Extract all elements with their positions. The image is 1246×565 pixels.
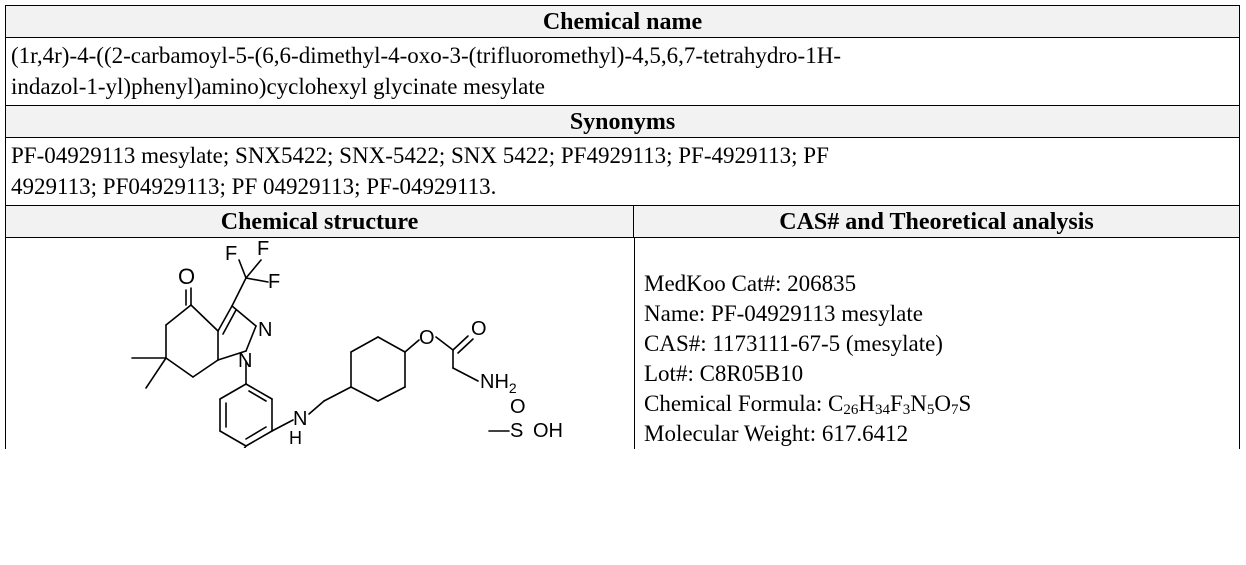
structure-analysis-content-row: O F F F N N O O NH2 N H O S OH O NH2 Med… — [5, 237, 1240, 475]
analysis-cell: MedKoo Cat#: 206835 Name: PF-04929113 me… — [635, 238, 1239, 449]
formula-subscript: 26 — [843, 402, 859, 418]
formula-element: S — [958, 391, 972, 416]
atom-o-ketone: O — [178, 264, 195, 289]
formula-label: Chemical Formula: — [644, 391, 828, 416]
chemical-name-line-2: indazol-1-yl)phenyl)amino)cyclohexyl gly… — [11, 74, 545, 99]
atom-n-amine: N — [293, 408, 307, 430]
synonyms-cell: PF-04929113 mesylate; SNX5422; SNX-5422;… — [5, 137, 1240, 205]
medkoo-cat: MedKoo Cat#: 206835 — [644, 271, 857, 296]
formula-element: N — [910, 391, 927, 416]
synonyms-header: Synonyms — [5, 105, 1240, 137]
atom-o-ester: O — [419, 327, 435, 349]
atom-f-2: F — [257, 238, 269, 260]
structure-analysis-header-row: Chemical structure CAS# and Theoretical … — [5, 205, 1240, 237]
atom-f-1: F — [225, 243, 237, 265]
atom-o-sulfonyl-top: O — [510, 396, 526, 418]
atom-n1: N — [238, 350, 252, 372]
formula-subscript: 34 — [874, 402, 890, 418]
formula-subscript: 5 — [926, 402, 935, 418]
atom-h-amine: H — [289, 428, 302, 448]
formula-element: C — [827, 391, 844, 416]
atom-f-3: F — [268, 271, 280, 293]
chemical-formula: Chemical Formula: C26H34F3N5O7S — [644, 389, 1239, 419]
chemical-structure-cell: O F F F N N O O NH2 N H O S OH O NH2 — [6, 238, 635, 475]
lot-number: Lot#: C8R05B10 — [644, 361, 804, 386]
cas-number: CAS#: 1173111-67-5 (mesylate) — [644, 331, 943, 356]
formula-element: F — [889, 391, 903, 416]
compound-info-table: Chemical name (1r,4r)-4-((2-carbamoyl-5-… — [5, 5, 1240, 475]
chemical-structure-header: Chemical structure — [6, 206, 634, 237]
chemical-name-cell: (1r,4r)-4-((2-carbamoyl-5-(6,6-dimethyl-… — [5, 37, 1240, 105]
formula-subscript: 3 — [902, 402, 911, 418]
atom-nh2-glycine: NH2 — [480, 371, 517, 396]
synonyms-line-1: PF-04929113 mesylate; SNX5422; SNX-5422;… — [11, 143, 829, 168]
chemical-name-header: Chemical name — [5, 5, 1240, 37]
molecular-weight: Molecular Weight: 617.6412 — [644, 421, 909, 446]
formula-element: H — [858, 391, 875, 416]
atom-o-carbonyl: O — [471, 318, 487, 340]
compound-name: Name: PF-04929113 mesylate — [644, 301, 923, 326]
formula-element: O — [934, 391, 951, 416]
synonyms-line-2: 4929113; PF04929113; PF 04929113; PF-049… — [11, 174, 497, 199]
chemical-structure-drawing: O F F F N N O O NH2 N H O S OH O NH2 — [131, 238, 563, 475]
formula-subscript: 7 — [950, 402, 959, 418]
atom-n-pyrazole: N — [258, 319, 272, 341]
formula-value: C26H34F3N5O7S — [827, 391, 972, 418]
atom-oh-mesylate: OH — [533, 420, 563, 442]
atom-s-mesylate: S — [510, 420, 523, 442]
analysis-header: CAS# and Theoretical analysis — [779, 209, 1094, 235]
chemical-name-line-1: (1r,4r)-4-((2-carbamoyl-5-(6,6-dimethyl-… — [11, 43, 841, 68]
